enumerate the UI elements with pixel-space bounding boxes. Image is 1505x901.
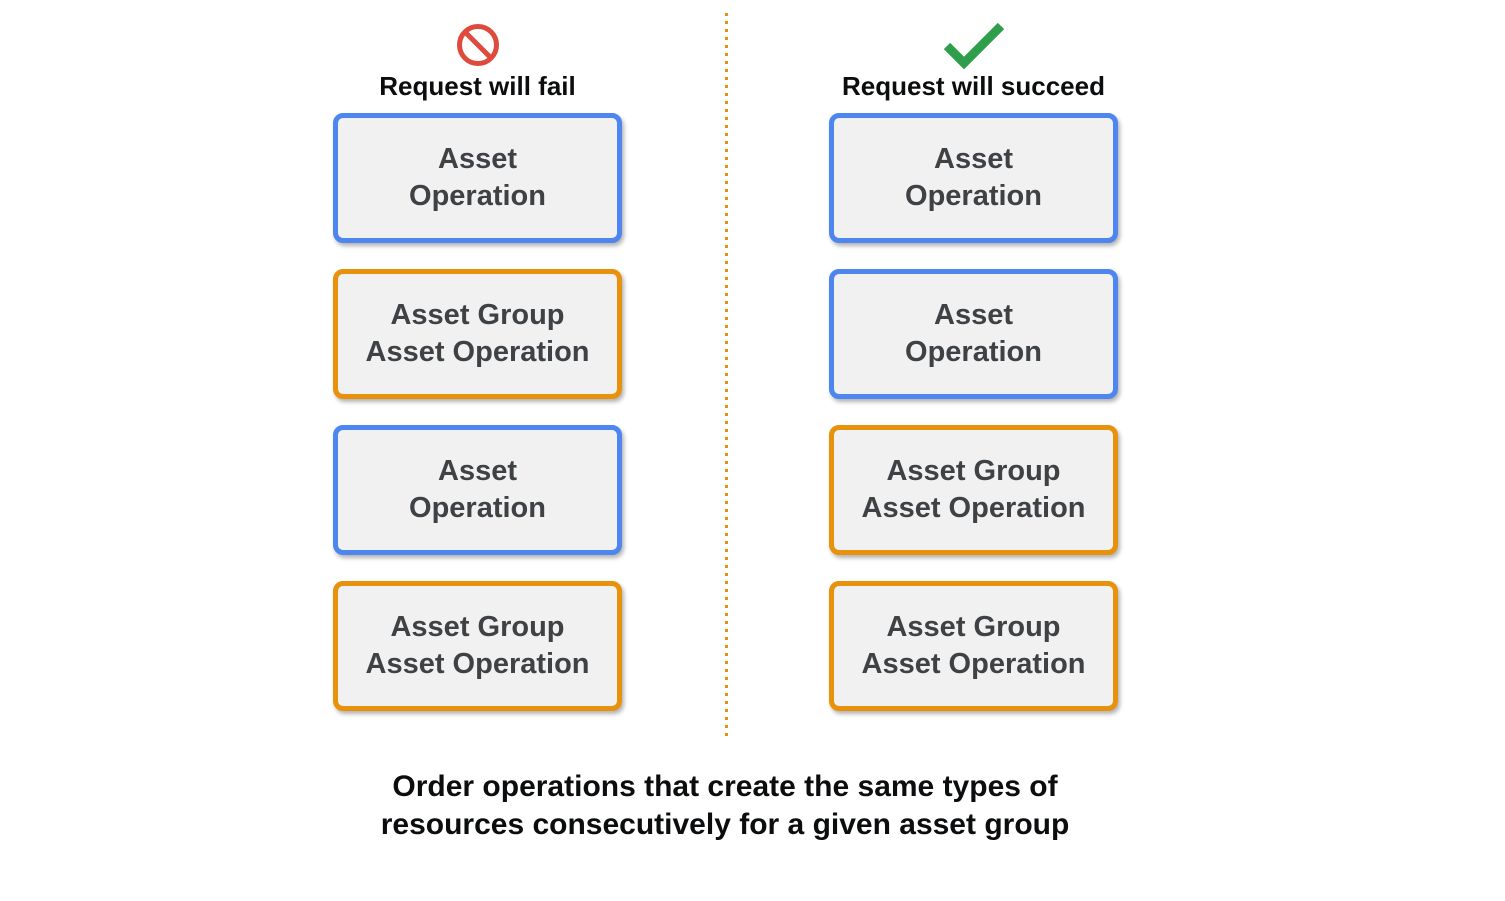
fail-column-title: Request will fail [379,71,576,101]
fail-column-header: Request will fail [333,20,622,102]
box-label-line: Operation [905,180,1042,212]
box-label-line: Asset [438,455,517,487]
asset-operation-box: Asset Operation [829,269,1118,399]
box-label-line: Asset Group [886,611,1061,643]
box-label-line: Asset Operation [861,492,1086,524]
box-label-line: Operation [905,336,1042,368]
succeed-column-header: Request will succeed [829,20,1118,102]
asset-group-asset-operation-box: Asset Group Asset Operation [333,581,622,711]
asset-operation-box: Asset Operation [333,425,622,555]
asset-group-asset-operation-box: Asset Group Asset Operation [829,425,1118,555]
box-label-line: Asset [934,143,1013,175]
asset-operation-box: Asset Operation [333,113,622,243]
box-label-line: Asset Operation [861,648,1086,680]
caption-line: Order operations that create the same ty… [392,770,1058,803]
fail-boxes: Asset Operation Asset Group Asset Operat… [333,113,622,711]
caption-line: resources consecutively for a given asse… [380,808,1070,841]
box-label-line: Operation [409,492,546,524]
box-label-line: Asset [438,143,517,175]
prohibited-icon [456,20,500,70]
box-label-line: Operation [409,180,546,212]
box-label-line: Asset Group [390,299,565,331]
box-label-line: Asset Group [886,455,1061,487]
caption: Order operations that create the same ty… [225,768,1225,844]
divider-dotted-line [725,13,728,737]
box-label-line: Asset Group [390,611,565,643]
asset-group-asset-operation-box: Asset Group Asset Operation [829,581,1118,711]
asset-operation-box: Asset Operation [829,113,1118,243]
asset-group-asset-operation-box: Asset Group Asset Operation [333,269,622,399]
box-label-line: Asset Operation [365,648,590,680]
box-label-line: Asset [934,299,1013,331]
box-label-line: Asset Operation [365,336,590,368]
checkmark-icon [943,20,1005,70]
succeed-boxes: Asset Operation Asset Operation Asset Gr… [829,113,1118,711]
succeed-column-title: Request will succeed [842,71,1105,101]
